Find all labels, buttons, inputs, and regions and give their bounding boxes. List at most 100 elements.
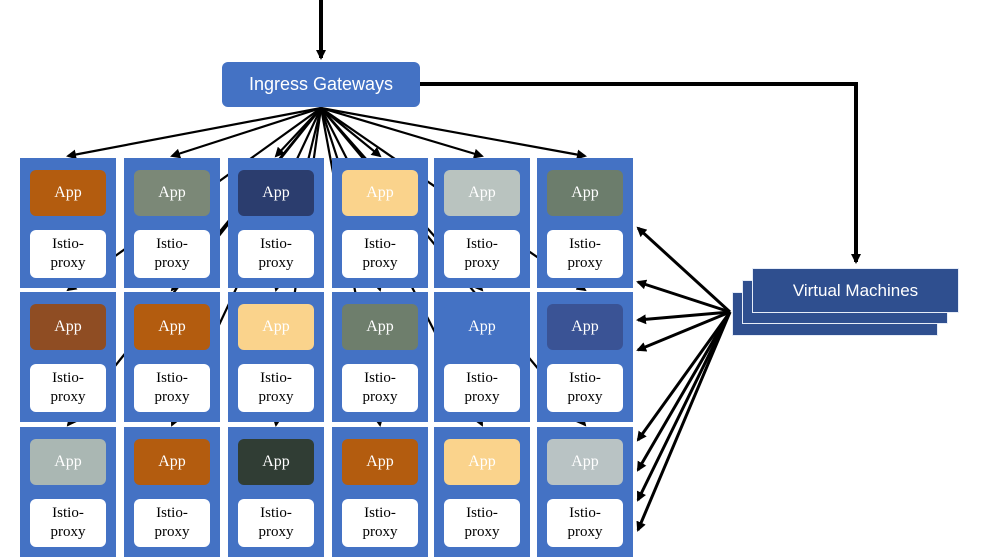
gateway-to-pod-r1-c5-arrow [320, 106, 484, 159]
app-label: App [54, 318, 82, 335]
app-label: App [262, 453, 290, 470]
istio-proxy-label-line1: Istio- [156, 505, 188, 521]
app-label: App [262, 184, 290, 201]
gateway-to-pod-r1-c6-arrow [320, 106, 587, 160]
istio-proxy-box: Istio-proxy [238, 364, 314, 412]
istio-proxy-label-line2: proxy [567, 524, 603, 540]
app-label: App [158, 453, 186, 470]
istio-proxy-box: Istio-proxy [444, 364, 520, 412]
istio-proxy-box: Istio-proxy [342, 499, 418, 547]
istio-proxy-label-line2: proxy [50, 389, 86, 405]
app-label: App [571, 453, 599, 470]
virtual-machines-box: Virtual Machines [752, 268, 959, 313]
istio-proxy-label-line2: proxy [464, 524, 500, 540]
app-box: App [444, 439, 520, 485]
istio-proxy-label-line2: proxy [258, 524, 294, 540]
istio-proxy-label-line1: Istio- [260, 505, 292, 521]
app-box: App [30, 170, 106, 216]
istio-proxy-label-line1: Istio- [52, 236, 84, 252]
istio-proxy-box: Istio-proxy [134, 499, 210, 547]
app-label: App [468, 184, 496, 201]
app-label: App [158, 184, 186, 201]
istio-proxy-label-line1: Istio- [156, 236, 188, 252]
app-box: App [238, 304, 314, 350]
app-label: App [366, 318, 394, 335]
app-box: App [134, 439, 210, 485]
gateway-to-pod-r1-c1-arrow [66, 106, 322, 160]
app-box: App [30, 304, 106, 350]
app-box: App [547, 439, 623, 485]
app-box: App [444, 304, 520, 350]
app-box: App [547, 304, 623, 350]
app-box: App [342, 304, 418, 350]
istio-proxy-label-line1: Istio- [569, 236, 601, 252]
istio-proxy-label-line2: proxy [464, 389, 500, 405]
app-label: App [571, 318, 599, 335]
app-label: App [158, 318, 186, 335]
app-label: App [571, 184, 599, 201]
app-label: App [262, 318, 290, 335]
istio-proxy-box: Istio-proxy [342, 230, 418, 278]
istio-proxy-label-line1: Istio- [52, 370, 84, 386]
istio-proxy-label-line2: proxy [50, 524, 86, 540]
ingress-gateways-box: Ingress Gateways [222, 62, 420, 107]
istio-proxy-box: Istio-proxy [30, 230, 106, 278]
istio-proxy-label-line1: Istio- [156, 370, 188, 386]
app-box: App [238, 439, 314, 485]
app-label: App [366, 184, 394, 201]
istio-proxy-box: Istio-proxy [238, 230, 314, 278]
app-label: App [468, 318, 496, 335]
app-box: App [342, 439, 418, 485]
app-label: App [366, 453, 394, 470]
istio-proxy-label-line2: proxy [362, 255, 398, 271]
virtual-machines-label: Virtual Machines [792, 280, 919, 300]
istio-proxy-label-line2: proxy [567, 389, 603, 405]
app-box: App [134, 304, 210, 350]
istio-proxy-label-line2: proxy [154, 524, 190, 540]
istio-proxy-label-line1: Istio- [364, 370, 396, 386]
istio-proxy-label-line2: proxy [50, 255, 86, 271]
istio-proxy-label-line1: Istio- [466, 236, 498, 252]
app-box: App [30, 439, 106, 485]
istio-proxy-label-line2: proxy [154, 255, 190, 271]
istio-proxy-label-line2: proxy [258, 255, 294, 271]
app-box: App [547, 170, 623, 216]
istio-proxy-box: Istio-proxy [547, 230, 623, 278]
app-label: App [54, 184, 82, 201]
istio-proxy-label-line2: proxy [154, 389, 190, 405]
app-box: App [238, 170, 314, 216]
istio-proxy-box: Istio-proxy [30, 364, 106, 412]
istio-proxy-box: Istio-proxy [444, 230, 520, 278]
istio-proxy-label-line1: Istio- [569, 505, 601, 521]
istio-proxy-label-line2: proxy [362, 389, 398, 405]
istio-proxy-label-line1: Istio- [52, 505, 84, 521]
istio-proxy-label-line1: Istio- [260, 370, 292, 386]
app-label: App [468, 453, 496, 470]
istio-proxy-label-line2: proxy [567, 255, 603, 271]
istio-proxy-box: Istio-proxy [444, 499, 520, 547]
istio-proxy-label-line2: proxy [362, 524, 398, 540]
istio-proxy-label-line2: proxy [258, 389, 294, 405]
istio-proxy-box: Istio-proxy [238, 499, 314, 547]
istio-proxy-label-line1: Istio- [466, 505, 498, 521]
app-box: App [342, 170, 418, 216]
istio-proxy-box: Istio-proxy [30, 499, 106, 547]
app-box: App [134, 170, 210, 216]
istio-proxy-box: Istio-proxy [547, 499, 623, 547]
istio-proxy-label-line2: proxy [464, 255, 500, 271]
